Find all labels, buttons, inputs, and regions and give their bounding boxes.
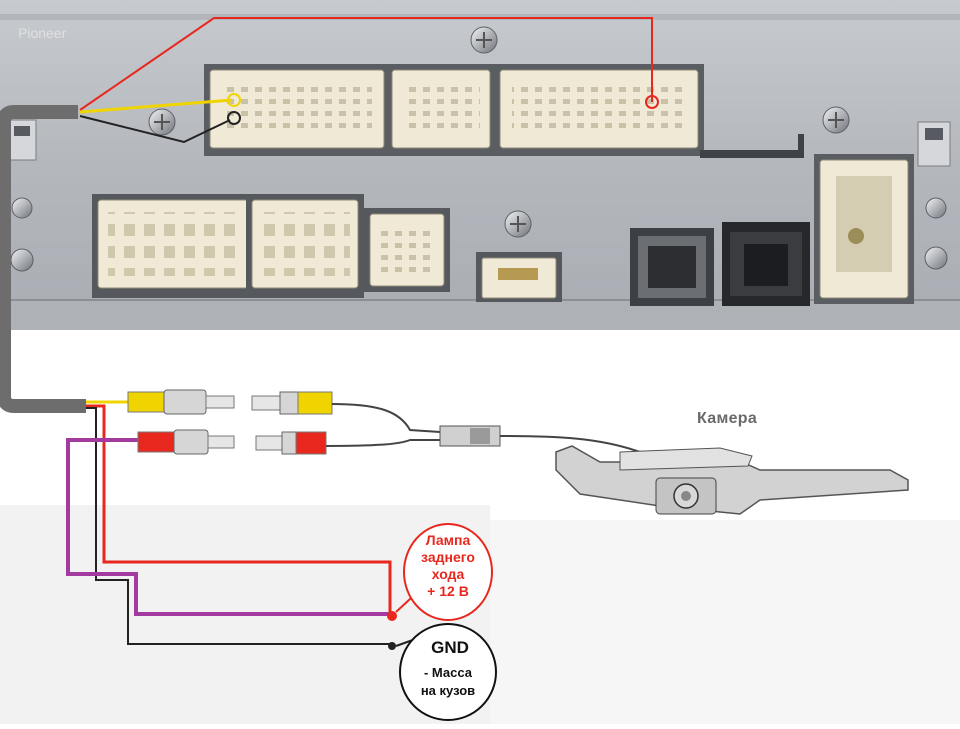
screw-icon [470, 26, 498, 54]
connector-top-right [494, 64, 704, 156]
screw-icon [925, 197, 947, 219]
screw-icon [148, 108, 176, 136]
connector-bottom-5 [630, 228, 714, 306]
camera-label: Камера [697, 410, 758, 427]
gnd-desc-line: на кузов [420, 683, 476, 698]
connector-bottom-4 [476, 252, 562, 302]
lamp-label-line: заднего [421, 549, 475, 565]
connector-bottom-6 [722, 222, 810, 306]
screw-icon [11, 197, 33, 219]
lamp-label-line: + 12 В [427, 583, 469, 599]
connector-top-left [204, 64, 390, 156]
reverse-lamp-label: Лампа заднего хода + 12 В [405, 532, 491, 600]
screw-icon [822, 106, 850, 134]
wire-harness [0, 17, 659, 650]
rca-plug-icon [127, 389, 235, 415]
gnd-desc-line: - Масса [423, 665, 472, 680]
screw-icon [10, 248, 34, 272]
camera-icon [555, 445, 909, 515]
connector-bottom-2 [246, 194, 364, 298]
connector-bottom-7 [814, 154, 914, 304]
lamp-label-line: Лампа [425, 532, 471, 548]
lamp-label-line: хода [431, 566, 465, 582]
connector-top-middle [386, 64, 496, 156]
rca-plug-icon [137, 429, 235, 455]
connector-bottom-3 [364, 208, 450, 292]
rca-plug-icon [255, 431, 327, 455]
lamp-callout-circle [403, 523, 493, 621]
screw-icon [924, 246, 948, 270]
gnd-title: GND [431, 638, 469, 657]
connector-bottom-1 [92, 194, 256, 298]
screw-icon [504, 210, 532, 238]
svg-text:Pioneer: Pioneer [18, 25, 67, 41]
gnd-callout-circle [399, 623, 497, 721]
gnd-description: - Масса на кузов [400, 664, 496, 700]
rca-plug-icon [251, 391, 333, 415]
